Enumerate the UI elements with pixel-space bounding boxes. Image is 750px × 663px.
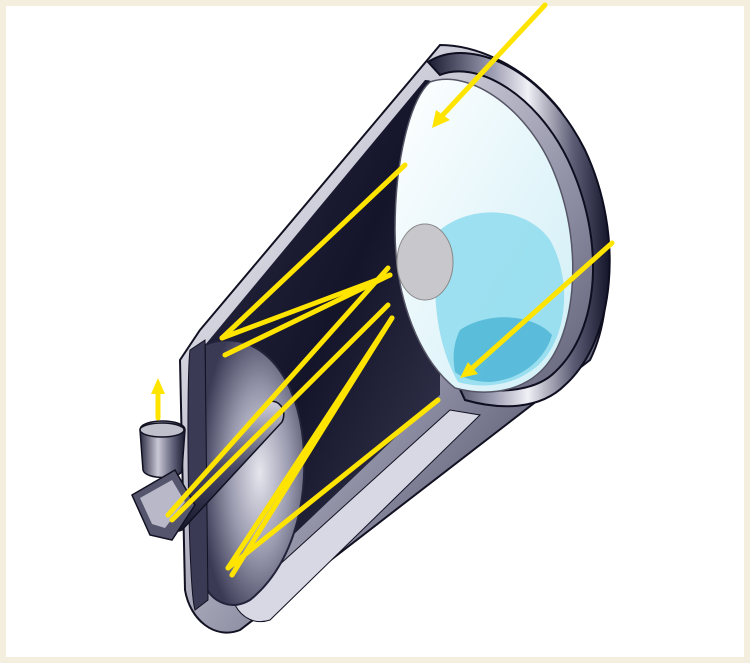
- eyepiece-top: [140, 423, 184, 437]
- arrowhead-exit: [151, 378, 165, 394]
- secondary-mirror: [397, 224, 453, 300]
